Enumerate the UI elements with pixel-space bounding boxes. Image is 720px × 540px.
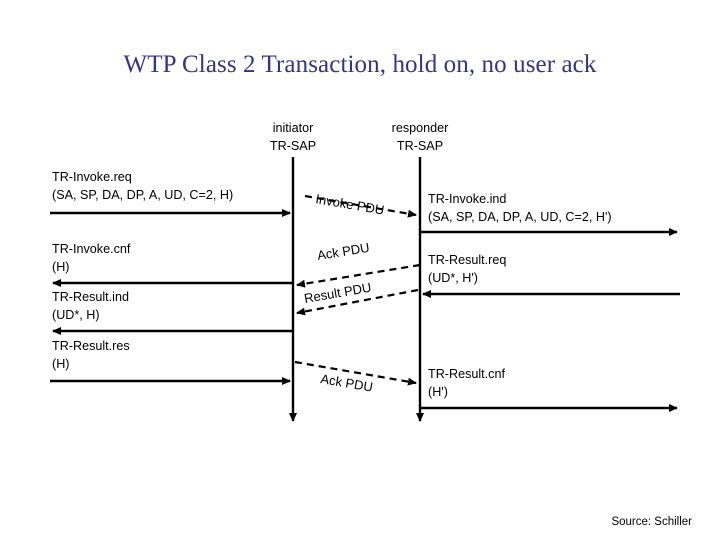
pdu-0: Invoke PDU: [304, 191, 417, 218]
right-event-2-params: (H'): [428, 385, 448, 399]
responder-role-label: responder: [392, 121, 449, 135]
right-event-0: TR-Invoke.ind (SA, SP, DA, DP, A, UD, C=…: [420, 192, 678, 236]
pdu-3-arrow: [294, 360, 417, 386]
left-event-0: TR-Invoke.req (SA, SP, DA, DP, A, UD, C=…: [50, 170, 291, 217]
left-event-3-params: (H): [52, 357, 69, 371]
left-event-0-primitive: TR-Invoke.req: [52, 170, 132, 184]
left-event-2-primitive: TR-Result.ind: [52, 290, 129, 304]
right-event-0-params: (SA, SP, DA, DP, A, UD, C=2, H'): [428, 210, 612, 224]
right-event-2-primitive: TR-Result.cnf: [428, 367, 505, 381]
right-event-0-primitive: TR-Invoke.ind: [428, 192, 506, 206]
page-title: WTP Class 2 Transaction, hold on, no use…: [123, 51, 597, 78]
pdu-1-arrow: [296, 263, 421, 288]
left-event-3-primitive: TR-Result.res: [52, 339, 130, 353]
right-event-1-params: (UD*, H'): [428, 271, 478, 285]
column-header-responder: responder TR-SAP: [392, 121, 449, 153]
pdu-1: Ack PDU: [296, 240, 421, 288]
source-attribution: Source: Schiller: [611, 516, 692, 528]
pdu-2-arrow: [296, 288, 419, 316]
left-event-2-params: (UD*, H): [52, 308, 100, 322]
pdu-0-arrow: [304, 194, 417, 218]
left-event-1-params: (H): [52, 260, 69, 274]
pdu-3: Ack PDU: [294, 360, 417, 395]
pdu-3-label: Ack PDU: [320, 371, 374, 394]
pdu-1-label: Ack PDU: [316, 240, 370, 263]
responder-sap-label: TR-SAP: [397, 139, 443, 153]
column-header-initiator: initiator TR-SAP: [270, 121, 316, 153]
left-event-0-params: (SA, SP, DA, DP, A, UD, C=2, H): [52, 188, 233, 202]
left-event-1: TR-Invoke.cnf (H): [52, 242, 293, 287]
initiator-role-label: initiator: [273, 121, 314, 135]
initiator-sap-label: TR-SAP: [270, 139, 316, 153]
left-event-3: TR-Result.res (H): [50, 339, 291, 385]
right-event-2: TR-Result.cnf (H'): [420, 367, 678, 412]
left-event-1-primitive: TR-Invoke.cnf: [52, 242, 131, 256]
pdu-2-label: Result PDU: [303, 280, 372, 306]
pdu-0-label: Invoke PDU: [314, 191, 385, 217]
right-event-1-primitive: TR-Result.req: [428, 253, 506, 267]
right-event-1: TR-Result.req (UD*, H'): [422, 253, 680, 298]
left-event-2: TR-Result.ind (UD*, H): [52, 290, 293, 335]
pdu-2: Result PDU: [296, 280, 419, 316]
